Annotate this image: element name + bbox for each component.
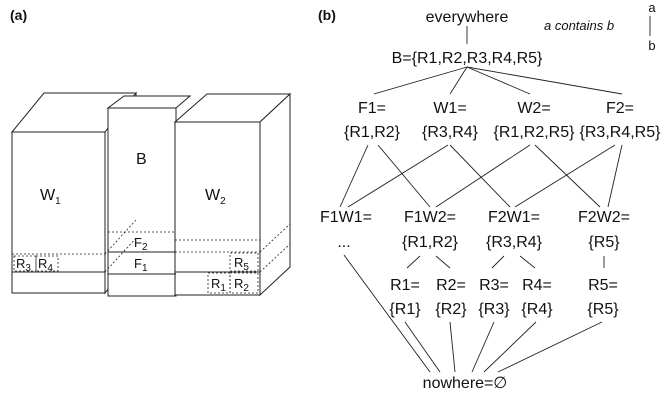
node-r4: R4=	[522, 277, 552, 294]
node-f1w2-set: {R1,R2}	[402, 234, 459, 251]
lattice-edges	[339, 26, 623, 373]
edge-w2-f1w2	[435, 144, 531, 208]
r3-room	[13, 255, 37, 272]
node-f1-set: {R1,R2}	[344, 124, 401, 141]
legend: a a contains b b	[544, 0, 656, 53]
node-nowhere: nowhere=∅	[423, 375, 508, 392]
panel-b-label: (b)	[318, 7, 336, 23]
w2-side	[259, 92, 291, 297]
node-r4-set: {R4}	[521, 301, 553, 318]
f2-label: F2	[134, 235, 148, 253]
node-r1-set: {R1}	[389, 301, 421, 318]
w2-side-dash-2	[259, 243, 291, 273]
node-r2-set: {R2}	[435, 301, 467, 318]
edge-f2-f2w1	[514, 144, 616, 208]
node-f2w2: F2W2=	[578, 209, 630, 226]
r5-room	[229, 252, 259, 272]
node-r5-set: {R5}	[587, 301, 619, 318]
node-r3-set: {R3}	[478, 301, 510, 318]
w1-label: W1	[40, 187, 61, 207]
node-f2w2-set: {R5}	[588, 234, 620, 251]
r5-label: R5	[234, 255, 249, 273]
node-f2: F2=	[606, 100, 634, 117]
w2-label: W2	[205, 187, 226, 207]
edge-b-w2	[466, 66, 531, 95]
edge-r1-nowhere	[404, 321, 441, 373]
legend-a: a	[648, 0, 656, 15]
edge-w2-f2w2	[534, 144, 601, 208]
node-f1w2: F1W2=	[404, 209, 456, 226]
building-illustration: W1 B W2 F2 F1 R3 R4 R5 R1 R2	[10, 91, 292, 297]
edge-r5-nowhere	[497, 321, 603, 373]
node-r3: R3=	[479, 277, 509, 294]
f1-label: F1	[134, 256, 148, 274]
w2-front	[174, 121, 261, 296]
w1-front	[11, 131, 106, 294]
panel-a-label: (a)	[10, 7, 27, 23]
node-f2-set: {R3,R4,R5}	[580, 124, 662, 141]
node-w1-set: {R3,R4}	[422, 124, 479, 141]
edge-r4-nowhere	[483, 321, 537, 373]
b-top	[106, 95, 192, 109]
node-w1: W1=	[433, 100, 466, 117]
r2-label: R2	[234, 276, 249, 294]
edge-f2-f2w2	[607, 144, 623, 208]
node-w2-set: {R1,R2,R5}	[494, 124, 576, 141]
edge-w1-f2w1	[449, 144, 511, 208]
node-f1w1-set: ...	[337, 234, 350, 251]
r4-room	[35, 255, 59, 272]
node-f1w1: F1W1=	[320, 209, 372, 226]
r1-label: R1	[211, 276, 226, 294]
edge-r3-nowhere	[471, 321, 495, 373]
edge-f1w2-r1	[406, 255, 421, 269]
legend-contains: a contains b	[544, 18, 614, 33]
edge-w1-f1w1	[347, 144, 449, 208]
edge-b-f2	[466, 66, 623, 95]
node-f2w1-set: {R3,R4}	[486, 234, 543, 251]
legend-b: b	[648, 38, 655, 53]
edge-f1-f1w1	[339, 144, 369, 208]
r3-label: R3	[16, 256, 31, 274]
r4-label: R4	[38, 256, 53, 274]
edge-f2w1-r3	[491, 255, 505, 269]
node-r1: R1=	[390, 277, 420, 294]
node-f1: F1=	[358, 100, 386, 117]
r2-room	[229, 272, 259, 294]
edge-f1w1-nowhere	[343, 254, 431, 373]
edge-b-w1	[449, 66, 468, 95]
edge-f2w1-r4	[519, 255, 536, 269]
edge-f1-f1w2	[377, 144, 431, 208]
node-b: B={R1,R2,R3,R4,R5}	[392, 50, 543, 67]
lattice-nodes: everywhere B={R1,R2,R3,R4,R5} F1= {R1,R2…	[320, 9, 661, 392]
node-f2w1: F2W1=	[488, 209, 540, 226]
node-r2: R2=	[436, 277, 466, 294]
node-r5: R5=	[588, 277, 618, 294]
node-w2: W2=	[517, 100, 550, 117]
b-label: B	[136, 151, 147, 168]
edge-b-f1	[373, 66, 468, 95]
edge-r2-nowhere	[449, 321, 456, 373]
edge-f1w2-r2	[435, 255, 451, 269]
w2-side-dash	[259, 223, 291, 253]
node-everywhere: everywhere	[426, 9, 509, 26]
